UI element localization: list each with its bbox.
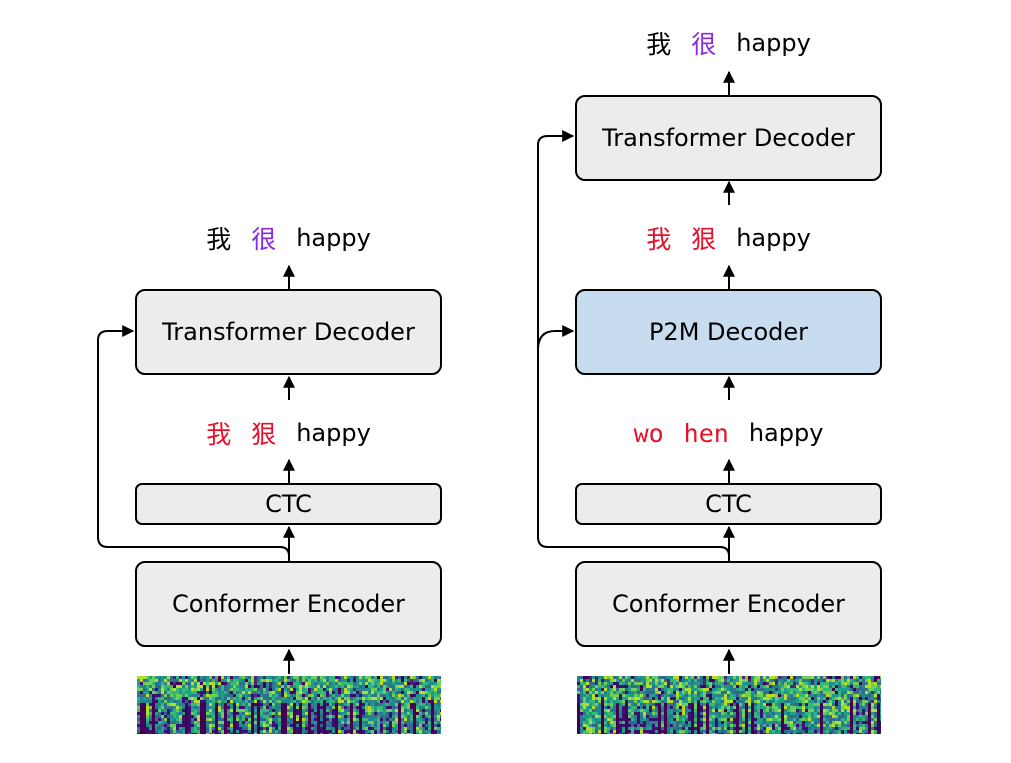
output-token: happy (748, 419, 824, 447)
output-token: 狠 (691, 225, 717, 254)
p2m-decoder-right: P2M Decoder (575, 289, 882, 375)
output-token: 我 (206, 225, 232, 254)
output-token: happy (736, 29, 811, 57)
final-output-tokens-right: 我很 happy (575, 24, 882, 62)
ctc-box-right: CTC (575, 483, 882, 525)
output-token: 很 (251, 225, 277, 254)
output-token: wo (633, 418, 664, 448)
p2m-output-tokens-right: 我狠 happy (575, 219, 882, 257)
transformer-decoder-left: Transformer Decoder (135, 289, 442, 375)
output-token: 狠 (251, 420, 277, 449)
skip-connection-left (97, 325, 290, 561)
output-token: happy (296, 419, 371, 447)
conformer-encoder-left: Conformer Encoder (135, 561, 442, 647)
transformer-decoder-right: Transformer Decoder (575, 95, 882, 181)
skip-branch-to-p2m-right (537, 325, 575, 351)
output-token: 很 (691, 30, 717, 59)
ctc-box-left: CTC (135, 483, 442, 525)
output-token: 我 (646, 30, 672, 59)
output-token: 我 (206, 420, 232, 449)
output-token: happy (296, 224, 371, 252)
final-output-tokens-left: 我很 happy (135, 219, 442, 257)
spectrogram-input-left (137, 676, 441, 734)
spectrogram-input-right (577, 676, 881, 734)
conformer-encoder-right: Conformer Encoder (575, 561, 882, 647)
output-token: 我 (646, 225, 672, 254)
ctc-output-tokens-left: 我狠 happy (135, 414, 442, 452)
output-token: happy (736, 224, 811, 252)
skip-connection-right (537, 130, 730, 561)
output-token: hen (683, 418, 729, 448)
